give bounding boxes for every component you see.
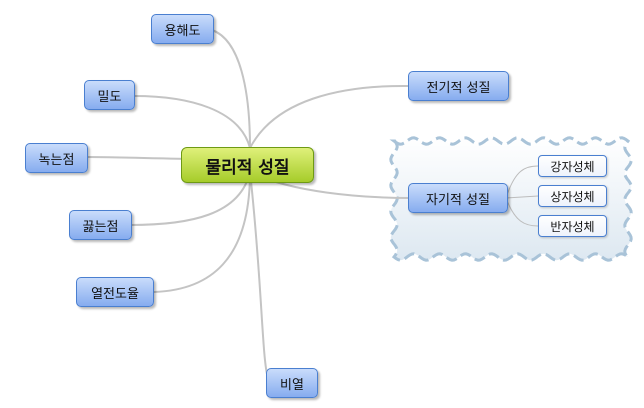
connector-solubility bbox=[211, 29, 251, 149]
magnetic-child-paramagnetic[interactable]: 상자성체 bbox=[538, 185, 607, 207]
branch-solubility[interactable]: 용해도 bbox=[151, 14, 214, 44]
branch-specific-heat[interactable]: 비열 bbox=[266, 368, 318, 398]
magnetic-child-diamagnetic[interactable]: 반자성체 bbox=[538, 215, 607, 237]
connector-ferromagnetic bbox=[505, 165, 539, 199]
central-node[interactable]: 물리적 성질 bbox=[181, 147, 314, 183]
branch-thermal-conductivity[interactable]: 열전도율 bbox=[76, 277, 154, 307]
branch-electrical[interactable]: 전기적 성질 bbox=[408, 71, 509, 101]
branch-density[interactable]: 밀도 bbox=[84, 80, 135, 110]
branch-magnetic[interactable]: 자기적 성질 bbox=[408, 183, 508, 213]
connector-diamagnetic bbox=[505, 197, 539, 227]
connector-paramagnetic bbox=[505, 195, 539, 199]
connector-boiling-point bbox=[129, 171, 251, 226]
connector-density bbox=[133, 95, 251, 149]
branch-boiling-point[interactable]: 끓는점 bbox=[69, 210, 132, 240]
branch-melting-point[interactable]: 녹는점 bbox=[25, 143, 88, 173]
magnetic-child-ferromagnetic[interactable]: 강자성체 bbox=[538, 155, 607, 177]
connector-electrical bbox=[249, 84, 411, 149]
connector-specific-heat bbox=[249, 171, 269, 379]
connector-thermal-conductivity bbox=[153, 171, 251, 293]
